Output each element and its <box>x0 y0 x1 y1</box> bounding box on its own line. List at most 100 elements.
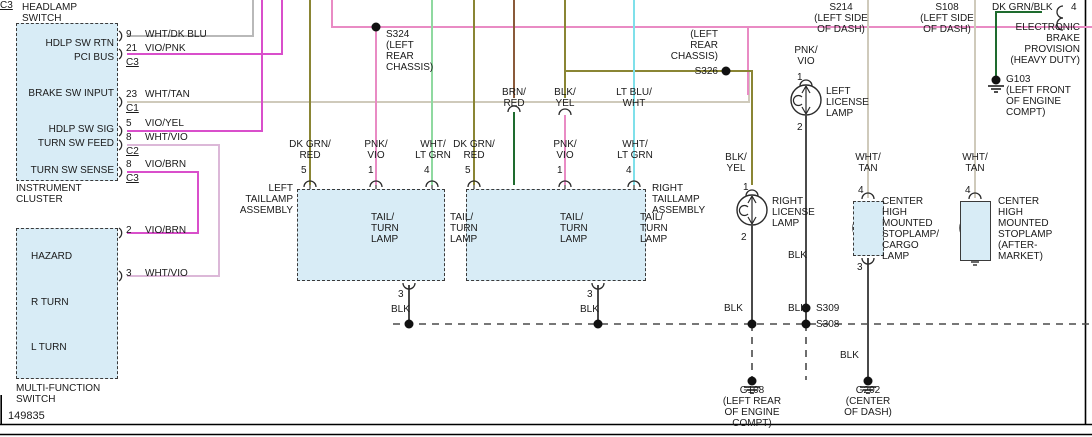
chmsl-cargo-pin-in: 4 <box>858 185 864 196</box>
left-license-lamp-wire: PNK/ VIO <box>794 45 818 67</box>
cluster-pin-label-2: BRAKE SW INPUT <box>28 88 114 99</box>
cluster-pin-label-5: TURN SW SENSE <box>30 165 114 176</box>
left-taillamp-lamp-1: TAIL/ TURN LAMP <box>450 212 478 245</box>
headlamp-switch-header: HEADLAMP SWITCH <box>22 2 78 24</box>
splice-dot-right-gnd <box>593 319 603 329</box>
mfs-switch-r-turn: R TURN <box>31 297 69 308</box>
right-license-lamp-wire: BLK/ YEL <box>725 152 747 174</box>
right-license-lamp-out-wire: BLK <box>724 303 743 314</box>
wire-vio-brn-c3 <box>127 171 199 234</box>
right-license-lamp-symbol <box>736 194 768 324</box>
multi-function-switch-box <box>16 228 118 379</box>
splice-dot-left-gnd <box>404 319 414 329</box>
ground-g103-id: G103 <box>1006 74 1031 85</box>
cluster-pin-label-1: PCI BUS <box>73 52 114 63</box>
cluster-pin-num-2: 23 <box>126 89 138 100</box>
chmsl-aftermarket-name: CENTER HIGH MOUNTED STOPLAMP (AFTER- MAR… <box>998 196 1053 262</box>
chmsl-aftermarket-wire: WHT/ TAN <box>962 152 988 174</box>
g108-ground-symbol <box>744 376 760 394</box>
cluster-conn-c3b: C3 <box>126 173 139 184</box>
left-taillamp-wire-2: WHT/ LT GRN <box>415 139 451 161</box>
electronic-brake-wire: DK GRN/BLK <box>992 2 1053 13</box>
wire-vio-yel <box>127 0 263 132</box>
chmsl-cargo-box <box>853 201 884 256</box>
chmsl-cargo-name: CENTER HIGH MOUNTED STOPLAMP/ CARGO LAMP <box>882 196 940 262</box>
ground-g108-id: G108 <box>739 385 765 396</box>
left-license-lamp-out-wire: BLK <box>788 250 807 261</box>
ground-g108-loc: (LEFT REAR OF ENGINE COMPT) <box>722 396 782 429</box>
wire-wht-vio-c2 <box>127 144 220 277</box>
mfs-switch-hazard: HAZARD <box>31 251 73 262</box>
splice-s108-loc: (LEFT SIDE OF DASH) <box>920 13 974 35</box>
right-taillamp-wire-2: WHT/ LT GRN <box>617 139 653 161</box>
splice-s309-id: S309 <box>816 303 840 314</box>
splice-s324-id: S324 <box>386 29 410 40</box>
chmsl-aftermarket-pin-in: 4 <box>965 185 971 196</box>
left-taillamp-name: LEFT TAILLAMP ASSEMBLY <box>239 183 293 216</box>
left-license-lamp-out-wire-2: BLK <box>788 303 807 314</box>
cluster-conn-c3a: C3 <box>126 57 139 68</box>
left-taillamp-pin-2: 4 <box>424 165 430 176</box>
multi-function-switch-name: MULTI-FUNCTION SWITCH <box>16 383 101 405</box>
cluster-pin-num-3: 5 <box>126 118 132 129</box>
left-taillamp-out-wire: BLK <box>391 304 410 315</box>
splice-s326-id: S326 <box>694 66 718 77</box>
cluster-wire-2: WHT/TAN <box>145 89 190 100</box>
chmsl-cargo-out-wire: BLK <box>840 350 859 361</box>
cluster-pin-label-0: HDLP SW RTN <box>45 38 114 49</box>
ground-g103-loc: (LEFT FRONT OF ENGINE COMPT) <box>1006 85 1071 118</box>
splice-dot-s309 <box>801 303 811 313</box>
left-license-lamp-pin-in: 1 <box>797 72 803 83</box>
mfs-pin-num-0: 2 <box>126 225 132 236</box>
splice-dot-s324 <box>371 22 381 32</box>
left-taillamp-wire-0: DK GRN/ RED <box>289 139 331 161</box>
cluster-pin-num-1: 21 <box>126 43 138 54</box>
wire-wht-tan-right <box>867 0 976 198</box>
mfs-wire-0: VIO/BRN <box>145 225 187 236</box>
cluster-wire-1: VIO/PNK <box>145 43 186 54</box>
splice-s214-id: S214 <box>829 2 853 13</box>
wire-pnk-vio-trunk <box>331 0 1092 185</box>
mfs-switch-l-turn: L TURN <box>31 342 67 353</box>
electronic-brake-name: ELECTRONIC BRAKE PROVISION (HEAVY DUTY) <box>1010 22 1080 66</box>
mfs-pin-num-1: 3 <box>126 268 132 279</box>
ground-g202-id: G202 <box>855 385 881 396</box>
cluster-wire-0: WHT/DK BLU <box>145 29 207 40</box>
left-taillamp-box <box>297 189 445 281</box>
wire-blk-yel-trunk <box>564 0 753 185</box>
cluster-pin-num-5: 8 <box>126 159 132 170</box>
cluster-pin-num-0: 9 <box>126 29 132 40</box>
wire-dk-grn-blk <box>995 11 1042 79</box>
right-license-lamp-pin-out: 2 <box>741 232 747 243</box>
connector-arcs <box>118 5 1064 290</box>
cluster-pin-label-3: HDLP SW SIG <box>48 124 114 135</box>
cluster-wire-3: VIO/YEL <box>145 118 184 129</box>
left-taillamp-lamp-0: TAIL/ TURN LAMP <box>371 212 399 245</box>
left-taillamp-out-pin: 3 <box>398 289 404 300</box>
right-taillamp-pin-0: 5 <box>465 165 471 176</box>
splice-s214-loc: (LEFT SIDE OF DASH) <box>814 13 868 35</box>
wire-vio-pnk <box>127 0 283 55</box>
right-taillamp-pin-2: 4 <box>626 165 632 176</box>
diagram-id-number: 149835 <box>8 410 45 422</box>
right-taillamp-wire-0: DK GRN/ RED <box>453 139 495 161</box>
right-taillamp-lamp-0: TAIL/ TURN LAMP <box>560 212 588 245</box>
cluster-conn-c2: C2 <box>126 146 139 157</box>
right-license-lamp-pin-in: 1 <box>743 182 749 193</box>
electronic-brake-pin: 4 <box>1071 2 1077 13</box>
left-taillamp-pin-1: 1 <box>368 165 374 176</box>
splice-s108-id: S108 <box>935 2 959 13</box>
splice-dot-g108-tap <box>747 319 757 329</box>
chmsl-cargo-pin-out: 3 <box>857 262 863 273</box>
ground-g202-loc: (CENTER OF DASH) <box>844 396 892 418</box>
right-license-lamp-name: RIGHT LICENSE LAMP <box>772 196 815 229</box>
instrument-cluster-name: INSTRUMENT CLUSTER <box>16 183 82 205</box>
right-taillamp-lamp-1: TAIL/ TURN LAMP <box>640 212 668 245</box>
right-taillamp-wire-1: PNK/ VIO <box>553 139 577 161</box>
cluster-pin-label-4: TURN SW FEED <box>37 138 114 149</box>
cluster-pin-num-4: 8 <box>126 132 132 143</box>
cluster-wire-4: WHT/VIO <box>145 132 188 143</box>
mfs-wire-1: WHT/VIO <box>145 268 188 279</box>
cluster-conn-c1: C1 <box>126 103 139 114</box>
chmsl-aftermarket-box <box>960 201 991 261</box>
